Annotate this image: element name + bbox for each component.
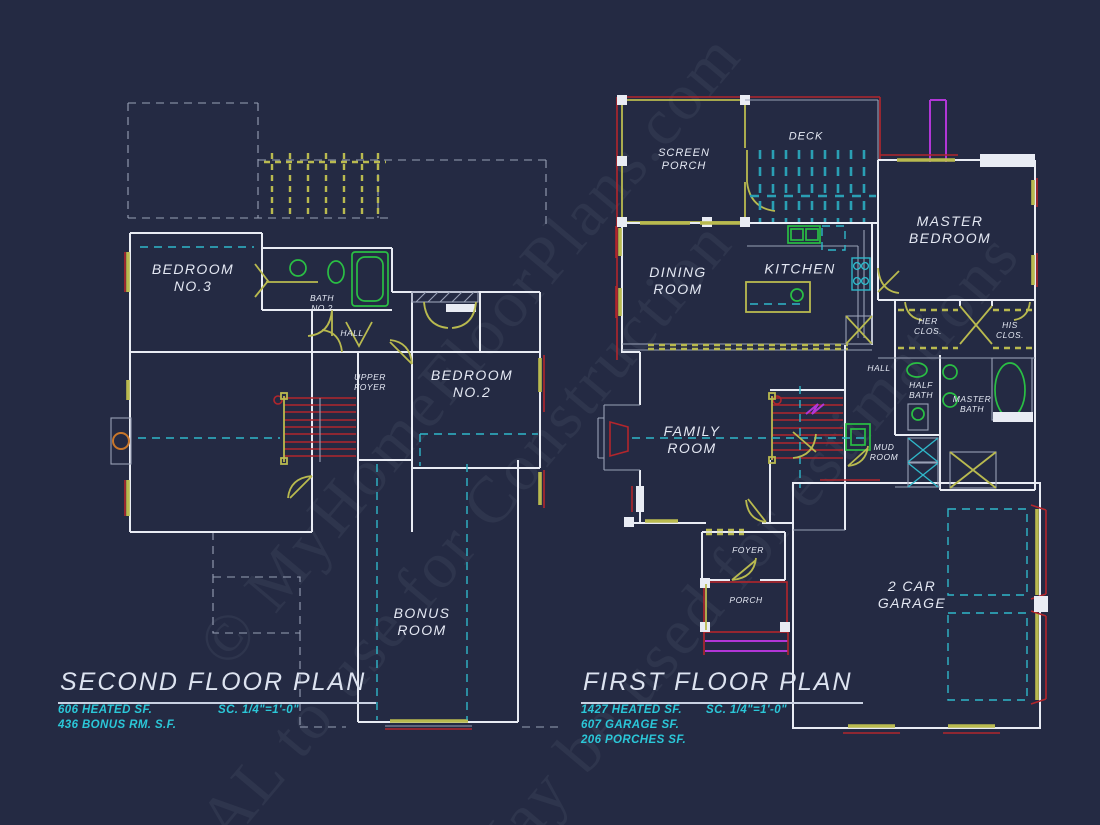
first-floor-title: FIRST FLOOR PLAN xyxy=(581,668,863,704)
sf-stairs xyxy=(273,392,356,465)
room-label-porch: PORCH xyxy=(729,594,763,605)
ff-doors xyxy=(706,267,900,581)
room-label-foyer: FOYER xyxy=(732,544,764,555)
room-label-bonus: BONUS ROOM xyxy=(393,605,451,638)
ff-fireplace xyxy=(597,404,640,471)
sf-bath-fixtures xyxy=(266,251,389,307)
ff-north-wall-windows xyxy=(640,154,1038,287)
room-label-kitchen: KITCHEN xyxy=(764,260,836,277)
ff-roofline xyxy=(616,96,947,360)
room-label-sf-hall: HALL xyxy=(340,327,364,338)
first-floor-scale: SC. 1/4"=1'-0" xyxy=(706,704,787,716)
ff-porch xyxy=(700,578,790,655)
room-label-bath2: BATH NO.2 xyxy=(309,292,335,313)
room-label-master-bath: MASTER BATH xyxy=(952,393,992,414)
room-label-garage: 2 CAR GARAGE xyxy=(877,578,947,611)
room-label-half-bath: HALF BATH xyxy=(908,379,934,400)
ff-dining-windows xyxy=(615,226,678,527)
room-label-ff-hall: HALL xyxy=(867,362,891,373)
ff-stairs xyxy=(632,386,868,488)
sf-roof-below-dashed xyxy=(127,102,562,728)
room-label-her-clos: HER CLOS. xyxy=(913,315,943,336)
room-label-family: FAMILY ROOM xyxy=(663,423,721,456)
ff-closets xyxy=(898,301,1032,350)
room-label-deck: DECK xyxy=(788,130,824,143)
sf-walls xyxy=(129,232,541,723)
sf-deck-below-hatch xyxy=(264,153,386,218)
room-label-upper-foyer: UPPER FOYER xyxy=(354,371,386,392)
room-label-master-bedroom: MASTER BEDROOM xyxy=(908,213,992,246)
ff-garage-doors xyxy=(820,479,1048,734)
ff-kitchen xyxy=(622,225,873,351)
second-floor-scale: SC. 1/4"=1'-0" xyxy=(218,704,299,716)
sf-windows xyxy=(124,252,545,730)
room-label-bedroom3: BEDROOM NO.3 xyxy=(151,261,235,294)
sf-doors xyxy=(254,263,477,499)
second-floor-title: SECOND FLOOR PLAN xyxy=(58,668,377,704)
ff-deck xyxy=(745,99,879,224)
room-label-mud: MUD ROOM xyxy=(869,441,899,462)
ff-baths-fixtures xyxy=(845,357,1033,489)
second-floor-stats: 606 HEATED SF. 436 BONUS RM. S.F. xyxy=(58,704,177,731)
sf-dashed-lines xyxy=(138,246,538,720)
room-label-his-clos: HIS CLOS. xyxy=(995,319,1025,340)
ff-walls xyxy=(618,159,1041,729)
room-label-dining: DINING ROOM xyxy=(649,264,707,297)
sf-chimney xyxy=(110,417,132,465)
first-floor-stats: 1427 HEATED SF. 607 GARAGE SF. 206 PORCH… xyxy=(581,704,687,746)
room-label-screen-porch: SCREEN PORCH xyxy=(658,146,710,172)
room-label-bedroom2: BEDROOM NO.2 xyxy=(430,367,514,400)
